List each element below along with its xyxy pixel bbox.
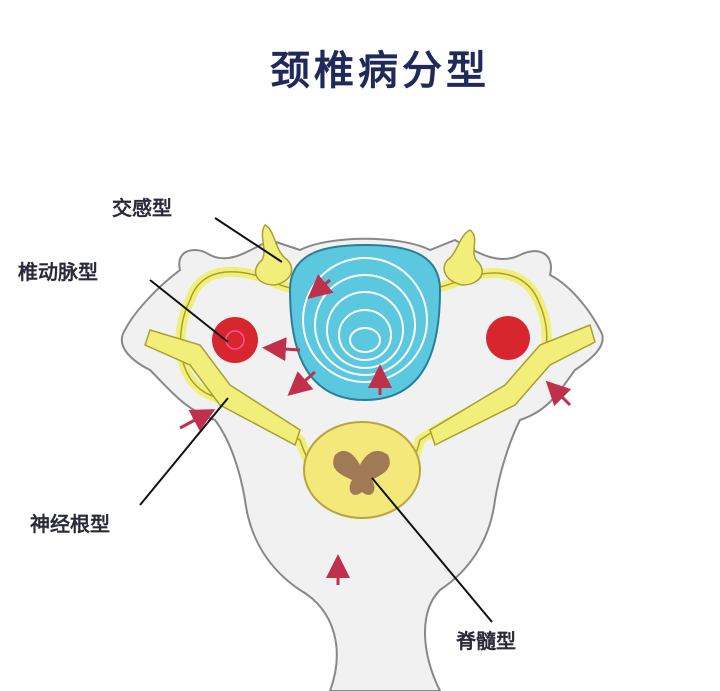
label-nerve-root-type: 神经根型 bbox=[30, 512, 110, 536]
sympathetic-nerve-right bbox=[443, 229, 483, 286]
label-sympathetic-type: 交感型 bbox=[112, 196, 172, 220]
nerve-root-right bbox=[429, 323, 596, 447]
nerve-root-left bbox=[144, 329, 301, 447]
diagram-title: 颈椎病分型 bbox=[270, 48, 490, 94]
intervertebral-disc bbox=[288, 243, 442, 402]
leader-lines bbox=[139, 217, 493, 623]
compression-arrows bbox=[179, 274, 572, 585]
vertebral-artery-left bbox=[212, 317, 258, 363]
vertebral-artery-right bbox=[486, 316, 530, 360]
label-vertebral-artery-type: 椎动脉型 bbox=[18, 260, 98, 284]
spinal-cord bbox=[303, 421, 421, 519]
label-spinal-cord-type: 脊髓型 bbox=[456, 629, 516, 653]
